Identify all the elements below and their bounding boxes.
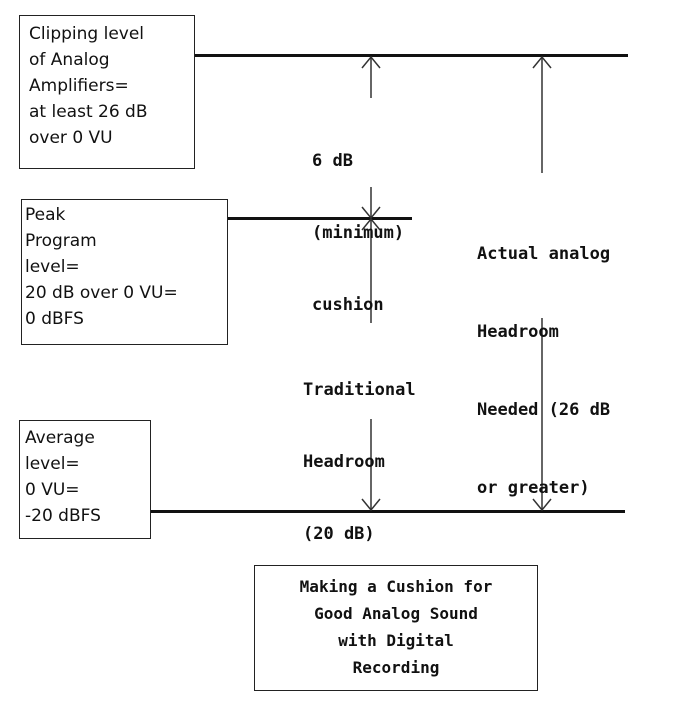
clipping-line: Amplifiers= xyxy=(29,76,129,96)
traditional-headroom-arrow xyxy=(361,217,381,512)
title-line: Recording xyxy=(352,658,440,677)
average-line: -20 dBFS xyxy=(25,506,101,526)
actual-headroom-arrow xyxy=(532,55,552,512)
cushion-label-line: cushion xyxy=(312,295,384,315)
average-line: Average xyxy=(25,428,95,448)
peak-line: 20 dB over 0 VU= xyxy=(25,283,178,303)
traditional-headroom-label: Traditional Headroom (20 dB) xyxy=(303,330,416,570)
actual-label-line: Needed (26 dB xyxy=(477,400,611,420)
actual-label-line: Headroom xyxy=(477,322,559,342)
average-level-box: Average level= 0 VU= -20 dBFS xyxy=(19,420,151,539)
clipping-line: over 0 VU xyxy=(29,128,113,148)
title-line: with Digital xyxy=(338,631,454,650)
peak-line: Peak xyxy=(25,205,66,225)
average-line: 0 VU= xyxy=(25,480,80,500)
actual-label-line: or greater) xyxy=(477,478,590,498)
traditional-label-line: Headroom xyxy=(303,452,385,472)
peak-level-box: Peak Program level= 20 dB over 0 VU= 0 d… xyxy=(21,199,228,345)
average-line: level= xyxy=(25,454,80,474)
clipping-line: Clipping level xyxy=(29,24,145,44)
title-line: Making a Cushion for xyxy=(299,577,493,596)
peak-line: Program xyxy=(25,231,97,251)
actual-label-line: Actual analog xyxy=(477,244,611,264)
traditional-label-line: Traditional xyxy=(303,380,416,400)
traditional-label-line: (20 dB) xyxy=(303,524,375,544)
cushion-label-line: 6 dB xyxy=(312,151,353,171)
peak-line: level= xyxy=(25,257,80,277)
cushion-label: 6 dB (minimum) cushion xyxy=(312,101,404,341)
title-line: Good Analog Sound xyxy=(314,604,478,623)
diagram-title-box: Making a Cushion for Good Analog Sound w… xyxy=(254,565,538,691)
peak-line: 0 dBFS xyxy=(25,309,84,329)
clipping-line: at least 26 dB xyxy=(29,102,148,122)
actual-headroom-label: Actual analog Headroom Needed (26 dB or … xyxy=(477,189,610,527)
clipping-level-box: Clipping level of Analog Amplifiers= at … xyxy=(19,15,195,169)
clipping-line: of Analog xyxy=(29,50,110,70)
cushion-label-line: (minimum) xyxy=(312,223,405,243)
